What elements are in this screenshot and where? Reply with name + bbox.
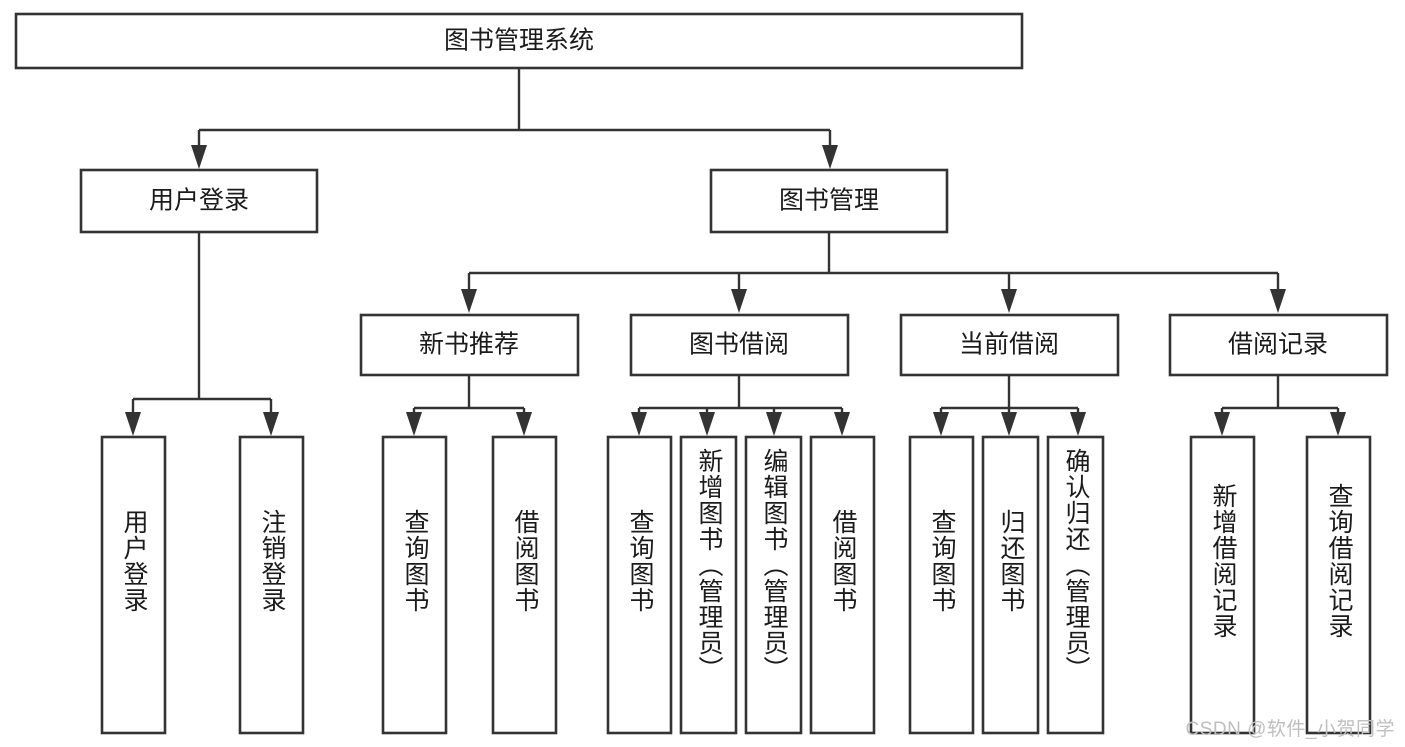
node-new-book-recommend[interactable] [359, 313, 580, 377]
connector-group-book-borrow [631, 375, 850, 436]
arrow-head-leaf-nbr-1 [406, 412, 422, 436]
arrow-head-user-login [191, 145, 207, 169]
connector-group-user-login [125, 232, 279, 436]
node-borrow-record-label: 借阅记录 [1228, 331, 1328, 359]
arrow-head-current-borrow [1001, 289, 1017, 313]
arrow-head-leaf-br-2 [1330, 412, 1346, 436]
leaf-box-user-login-2[interactable] [238, 435, 305, 735]
arrow-head-leaf-cb-1 [933, 412, 949, 436]
arrow-head-leaf-cb-2 [1001, 412, 1017, 436]
leaf-box-book-borrow-3[interactable] [744, 435, 803, 735]
arrow-head-new-book-recommend [461, 289, 477, 313]
node-book-borrow-label: 图书借阅 [689, 331, 789, 359]
arrow-head-leaf-bb-2 [699, 412, 715, 436]
arrow-head-leaf-bb-4 [834, 412, 850, 436]
node-current-borrow-label: 当前借阅 [959, 331, 1059, 359]
leaf-box-current-borrow-3[interactable] [1046, 435, 1105, 735]
arrow-head-leaf-user-login-2 [263, 412, 279, 436]
arrow-head-leaf-user-login-1 [125, 412, 141, 436]
connector-group-borrow-record [1214, 375, 1346, 436]
node-book-management[interactable] [709, 168, 949, 234]
node-new-book-recommend-label: 新书推荐 [419, 331, 519, 359]
leaf-box-current-borrow-1[interactable] [908, 435, 975, 735]
leaf-box-book-borrow-1[interactable] [606, 435, 673, 735]
arrow-head-leaf-bb-3 [766, 412, 782, 436]
leaf-box-new-book-recommend-2[interactable] [491, 435, 558, 735]
node-user-login-label: 用户登录 [149, 187, 249, 215]
arrow-head-leaf-cb-3 [1070, 412, 1086, 436]
watermark-text: CSDN @软件_小贺同学 [1185, 719, 1395, 740]
arrow-head-leaf-bb-1 [631, 412, 647, 436]
arrow-head-borrow-record [1270, 289, 1286, 313]
leaf-box-current-borrow-2[interactable] [981, 435, 1040, 735]
node-root-book-management-system[interactable] [14, 12, 1024, 70]
leaf-box-borrow-record-2[interactable] [1305, 435, 1372, 735]
leaf-box-book-borrow-2[interactable] [679, 435, 738, 735]
connector-group-root [191, 68, 838, 169]
connector-group-new-book-recommend [406, 375, 532, 436]
arrow-head-book-mgmt [822, 145, 838, 169]
leaf-box-borrow-record-1[interactable] [1189, 435, 1256, 735]
arrow-head-leaf-nbr-2 [516, 412, 532, 436]
connector-group-book-management [461, 232, 1286, 313]
node-current-borrow[interactable] [899, 313, 1120, 377]
node-borrow-record[interactable] [1168, 313, 1389, 377]
node-book-management-label: 图书管理 [779, 187, 879, 215]
arrow-head-book-borrow [731, 289, 747, 313]
arrow-head-leaf-br-1 [1214, 412, 1230, 436]
node-root-label: 图书管理系统 [444, 27, 594, 55]
connector-group-current-borrow [933, 375, 1086, 436]
leaf-box-book-borrow-4[interactable] [809, 435, 876, 735]
leaf-box-user-login-1[interactable] [100, 435, 167, 735]
node-book-borrow[interactable] [629, 313, 850, 377]
leaf-box-new-book-recommend-1[interactable] [381, 435, 448, 735]
